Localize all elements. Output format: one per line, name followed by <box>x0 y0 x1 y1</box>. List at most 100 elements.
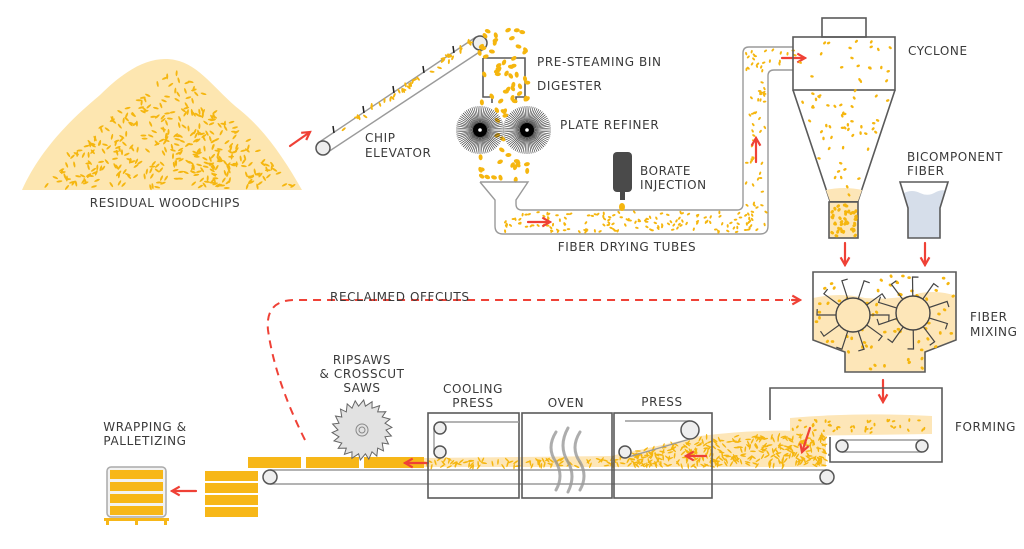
wood-chip <box>805 458 812 462</box>
wood-chip <box>97 140 101 146</box>
wood-chip <box>66 152 71 158</box>
wood-chip <box>117 180 122 186</box>
wood-chip <box>823 286 827 290</box>
wood-chip <box>654 460 658 467</box>
wood-chip <box>160 127 166 131</box>
wood-chip <box>812 463 818 468</box>
wood-chip <box>680 463 683 470</box>
wood-chip <box>132 121 138 127</box>
wood-chip <box>602 211 605 216</box>
wood-chip <box>875 310 879 314</box>
wood-chip <box>694 448 698 454</box>
wood-chip <box>864 344 868 348</box>
wood-chip <box>709 215 712 219</box>
wood-chip <box>566 213 570 216</box>
wood-chip <box>148 121 153 127</box>
wood-chip <box>154 168 160 173</box>
wood-chip <box>538 461 541 468</box>
wood-chip <box>73 161 76 168</box>
wood-chip <box>177 122 181 129</box>
wood-chip <box>885 79 889 83</box>
wood-chip <box>942 308 947 312</box>
wood-chip <box>814 461 821 465</box>
wood-chip <box>736 222 740 225</box>
wood-chip <box>753 55 758 58</box>
wood-chip <box>124 106 131 110</box>
wood-chip <box>185 96 192 100</box>
wood-chip <box>504 220 507 224</box>
wood-chip <box>501 59 507 66</box>
wood-chip <box>879 278 883 282</box>
wood-chip <box>643 447 649 452</box>
wood-chip <box>770 453 776 458</box>
wood-chip <box>406 85 411 90</box>
wood-chip <box>211 172 217 177</box>
label-forming: FORMING <box>955 420 1016 434</box>
wood-chip <box>810 446 813 453</box>
wood-chip <box>854 39 858 43</box>
wood-chip <box>94 178 100 182</box>
wood-chip <box>864 132 868 135</box>
wood-chip <box>176 91 181 97</box>
wood-chip <box>134 158 139 165</box>
wood-chip <box>757 98 760 102</box>
wood-chip <box>598 458 603 463</box>
wood-chip <box>883 330 887 334</box>
wood-chip <box>718 457 724 461</box>
wood-chip <box>818 316 821 320</box>
wood-chip <box>478 166 483 173</box>
wood-chip <box>154 185 161 189</box>
wood-chip <box>563 222 567 226</box>
wood-chip <box>723 454 730 457</box>
wood-chip <box>209 168 215 173</box>
wood-chip <box>706 446 712 451</box>
wood-chip <box>523 47 528 53</box>
wood-chip <box>712 440 718 445</box>
wood-chip <box>174 87 177 94</box>
wood-chip <box>184 102 189 108</box>
wood-chip <box>210 114 214 120</box>
wood-chip <box>848 46 852 50</box>
fiber-drying-tubes <box>479 46 797 235</box>
wood-chip <box>838 227 843 231</box>
wood-chip <box>260 162 266 167</box>
wood-chip <box>921 428 924 432</box>
wood-chip <box>795 457 801 461</box>
pre-steaming-bin <box>477 27 531 183</box>
wood-chip <box>750 112 755 115</box>
wood-chip <box>791 427 794 432</box>
wood-chip <box>491 460 494 467</box>
wood-chip <box>467 38 470 44</box>
wood-chip <box>178 158 184 162</box>
wood-chip <box>729 461 734 467</box>
wood-chip <box>536 211 540 214</box>
wood-chip <box>495 66 502 71</box>
wood-chip <box>192 85 195 92</box>
label-chip-elevator-2: ELEVATOR <box>365 146 431 160</box>
wood-chip <box>477 49 482 56</box>
wood-chip <box>695 213 700 217</box>
wood-chip <box>611 222 615 226</box>
wood-chip <box>90 149 95 155</box>
wood-chip <box>264 163 270 167</box>
wood-chip <box>177 134 183 138</box>
wood-chip <box>815 447 822 450</box>
wood-chip <box>828 124 832 129</box>
wood-chip <box>603 217 606 221</box>
wood-chip <box>756 62 760 66</box>
wood-chip <box>513 28 520 33</box>
wood-chip <box>253 168 256 175</box>
wood-chip <box>593 213 598 216</box>
wood-chip <box>747 212 750 216</box>
wood-chip <box>197 129 200 136</box>
wood-chip <box>762 90 766 94</box>
wood-chip <box>759 91 763 94</box>
wood-chip <box>409 82 412 87</box>
wood-chip <box>839 222 844 227</box>
wood-chip <box>680 212 685 215</box>
wood-chip <box>754 111 758 115</box>
wood-chip <box>168 82 174 87</box>
wood-chip <box>744 181 748 185</box>
wood-chip <box>607 221 611 225</box>
wood-chip <box>217 122 222 128</box>
